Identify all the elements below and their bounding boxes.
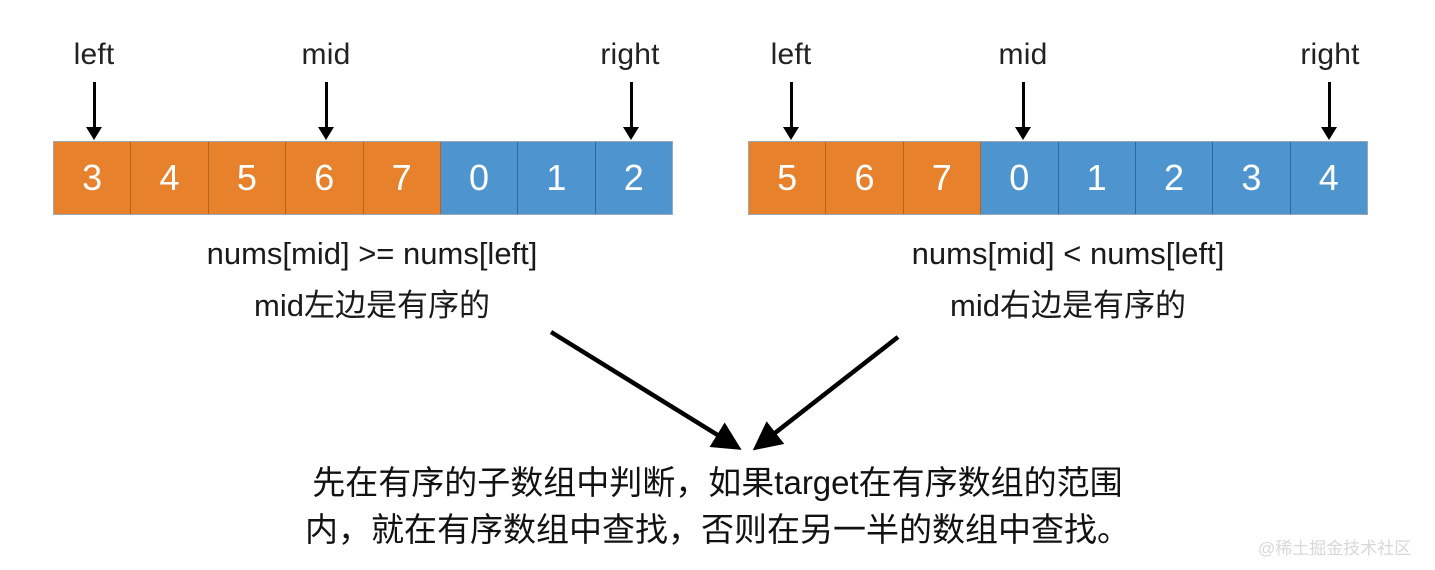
right-panel-pointer-label-right: right: [1300, 38, 1360, 71]
left-panel-arrow-left-icon: [85, 82, 103, 140]
array-cell: 1: [518, 142, 596, 214]
right-panel-arrow-mid-icon: [1014, 82, 1032, 140]
array-cell: 0: [981, 142, 1059, 214]
arrow-left-to-conclusion-icon: [549, 330, 742, 450]
left-panel-caption: nums[mid] >= nums[left] mid左边是有序的: [207, 234, 538, 326]
left-panel-pointer-label-mid: mid: [301, 38, 351, 71]
left-panel-pointer-label-right: right: [600, 38, 660, 71]
right-panel-condition: nums[mid] < nums[left]: [911, 236, 1225, 271]
conclusion-text: 先在有序的子数组中判断，如果target在有序数组的范围 内，就在有序数组中查找…: [305, 460, 1130, 554]
array-cell: 0: [440, 142, 519, 214]
left-panel-arrow-mid-icon: [317, 82, 335, 140]
conclusion-line-1: 先在有序的子数组中判断，如果target在有序数组的范围: [312, 464, 1123, 501]
right-panel-conclusion: mid右边是有序的: [950, 287, 1186, 323]
conclusion-line-2: 内，就在有序数组中查找，否则在另一半的数组中查找。: [305, 510, 1130, 548]
arrow-right-to-conclusion-icon: [752, 335, 900, 451]
array-cell: 3: [54, 142, 132, 214]
watermark: @稀土掘金技术社区: [1258, 539, 1412, 558]
right-panel-arrow-right-icon: [1320, 82, 1338, 140]
array-cell: 4: [1290, 142, 1367, 214]
array-cell: 5: [749, 142, 827, 214]
left-panel-array: 3 4 5 6 7 0 1 2: [53, 141, 673, 215]
left-panel-arrow-right-icon: [622, 82, 640, 140]
array-cell: 1: [1058, 142, 1136, 214]
right-panel-caption: nums[mid] < nums[left] mid右边是有序的: [912, 234, 1225, 326]
array-cell: 5: [208, 142, 287, 214]
array-cell: 7: [363, 142, 441, 214]
array-cell: 2: [1135, 142, 1214, 214]
array-cell: 2: [595, 142, 672, 214]
right-panel-array: 5 6 7 0 1 2 3 4: [748, 141, 1368, 215]
array-cell: 7: [903, 142, 982, 214]
array-cell: 6: [286, 142, 364, 214]
array-cell: 6: [826, 142, 904, 214]
array-cell: 3: [1213, 142, 1291, 214]
left-panel-condition: nums[mid] >= nums[left]: [206, 236, 538, 271]
left-panel-pointer-label-left: left: [73, 38, 115, 71]
array-cell: 4: [131, 142, 209, 214]
right-panel-arrow-left-icon: [782, 82, 800, 140]
right-panel-pointer-label-left: left: [770, 38, 812, 71]
right-panel-pointer-label-mid: mid: [998, 38, 1048, 71]
left-panel-conclusion: mid左边是有序的: [254, 287, 490, 323]
